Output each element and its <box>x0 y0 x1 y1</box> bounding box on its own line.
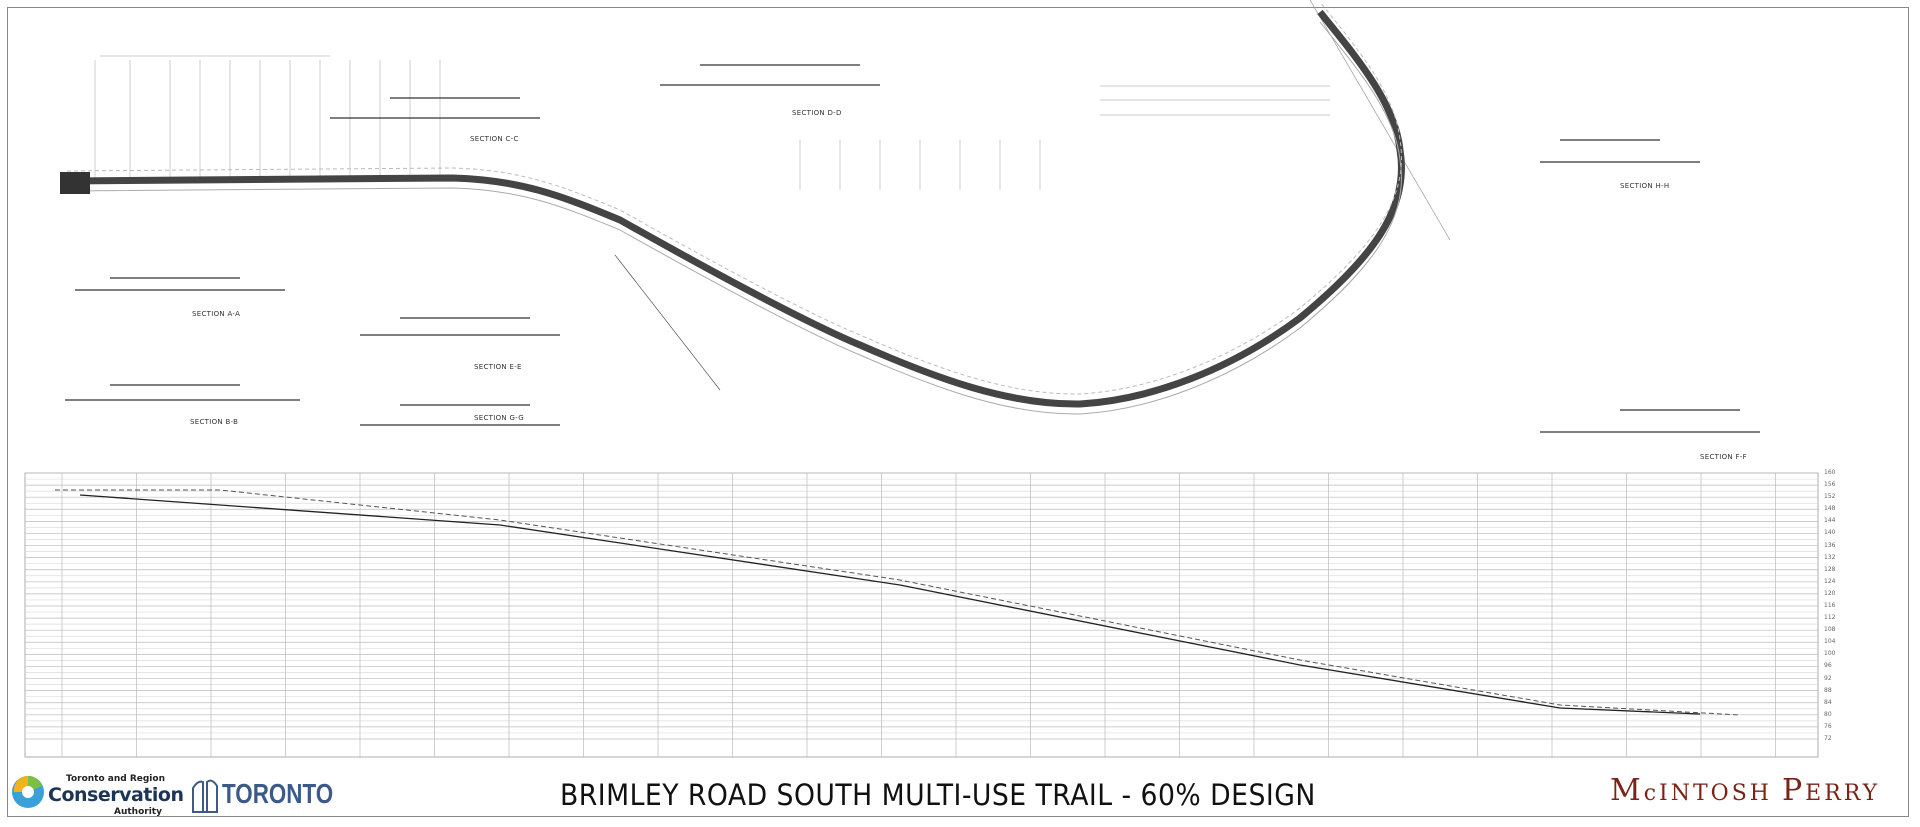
elevation-tick-label: 128 <box>1824 565 1836 573</box>
section-g-label: SECTION G-G <box>474 414 524 422</box>
elevation-tick-label: 84 <box>1824 698 1832 706</box>
cross-sections <box>65 64 1760 433</box>
elevation-tick-label: 144 <box>1824 517 1836 525</box>
section-c-label: SECTION C-C <box>470 135 519 143</box>
elevation-tick-label: 124 <box>1824 577 1836 585</box>
property-lines <box>94 0 1451 391</box>
section-f-label: SECTION F-F <box>1700 453 1747 461</box>
section-a-label: SECTION A-A <box>192 310 241 318</box>
elevation-tick-label: 92 <box>1824 674 1832 682</box>
city-of-toronto-logo: TORONTO <box>190 776 333 816</box>
trail-alignment <box>66 9 1405 408</box>
elevation-tick-label: 112 <box>1824 614 1836 622</box>
elevation-tick-label: 140 <box>1824 529 1836 537</box>
mcintosh-perry-logo: McINTOSH PERRY <box>1610 773 1881 808</box>
trca-leaf-icon <box>12 775 44 808</box>
elevation-tick-label: 100 <box>1824 650 1836 658</box>
elevation-tick-label: 152 <box>1824 493 1836 501</box>
elevation-tick-label: 72 <box>1824 735 1832 742</box>
elevation-tick-label: 132 <box>1824 553 1836 561</box>
elevation-tick-label: 108 <box>1824 626 1836 634</box>
elevation-tick-label: 80 <box>1824 710 1832 718</box>
drawing-frame <box>7 7 1909 817</box>
elevation-tick-label: 160 <box>1824 469 1836 476</box>
elevation-tick-label: 104 <box>1824 638 1836 646</box>
elevation-tick-label: 116 <box>1824 602 1836 609</box>
proposed-trail-profile <box>79 494 1701 715</box>
elevation-tick-label: 136 <box>1824 541 1836 549</box>
trca-logo: Toronto and Region Conservation Authorit… <box>10 772 184 818</box>
section-b-label: SECTION B-B <box>190 418 239 426</box>
section-e-label: SECTION E-E <box>474 363 522 371</box>
elevation-tick-label: 120 <box>1824 589 1836 597</box>
elevation-tick-label: 96 <box>1824 662 1832 670</box>
elevation-tick-label: 148 <box>1824 505 1836 513</box>
section-d-label: SECTION D-D <box>792 109 842 117</box>
elevation-tick-label: 156 <box>1824 481 1836 489</box>
profile-grid <box>24 472 1819 758</box>
section-h-label: SECTION H-H <box>1620 182 1670 190</box>
elevation-tick-label: 88 <box>1824 686 1832 694</box>
intersection-crossing <box>60 172 90 194</box>
city-hall-icon <box>192 779 218 813</box>
existing-ground-profile <box>55 489 1741 716</box>
elevation-tick-label: 76 <box>1824 722 1832 730</box>
drawing-title: BRIMLEY ROAD SOUTH MULTI-USE TRAIL - 60%… <box>560 778 1316 812</box>
